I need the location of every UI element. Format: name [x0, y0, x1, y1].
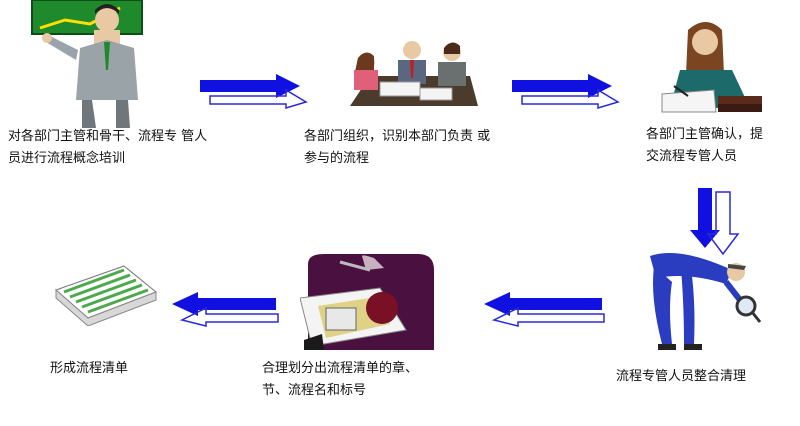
- step-3-label: 各部门主管确认，提 交流程专管人员: [646, 124, 763, 168]
- step-4-line-1: 流程专管人员整合清理: [616, 369, 747, 384]
- manager-writing-clipart: [661, 22, 762, 113]
- step-1-label: 对各部门主管和骨干、流程专 管人 员进行流程概念培训: [8, 126, 207, 170]
- step-5-label: 合理划分出流程清单的章、 节、流程名和标号: [262, 358, 418, 402]
- inspector-clipart: [650, 253, 762, 350]
- step-6-line-1: 形成流程清单: [50, 361, 129, 376]
- step-2-line-1: 各部门组织，识别本部门负责 或: [304, 129, 491, 144]
- document-stack-clipart: [55, 265, 157, 326]
- presenter-clipart: [31, 0, 143, 128]
- step-4-label: 流程专管人员整合清理: [616, 366, 746, 388]
- step-3-line-2: 交流程专管人员: [646, 149, 738, 164]
- step-6-label: 形成流程清单: [50, 358, 128, 380]
- step-1-line-2: 员进行流程概念培训: [8, 151, 126, 166]
- arrow-left-2: [172, 292, 279, 327]
- step-3-line-1: 各部门主管确认，提: [646, 127, 764, 142]
- step-2-label: 各部门组织，识别本部门负责 或 参与的流程: [304, 126, 490, 170]
- drafting-clipart: [300, 254, 434, 350]
- step-5-line-2: 节、流程名和标号: [262, 383, 367, 398]
- arrow-right-2: [512, 74, 620, 110]
- arrow-left-1: [484, 292, 605, 327]
- arrow-right-1: [200, 74, 308, 110]
- step-2-line-2: 参与的流程: [304, 151, 370, 166]
- arrow-down: [690, 188, 740, 256]
- step-1-line-1: 对各部门主管和骨干、流程专 管人: [8, 129, 208, 144]
- step-5-line-1: 合理划分出流程清单的章、: [262, 361, 419, 376]
- meeting-clipart: [350, 41, 478, 106]
